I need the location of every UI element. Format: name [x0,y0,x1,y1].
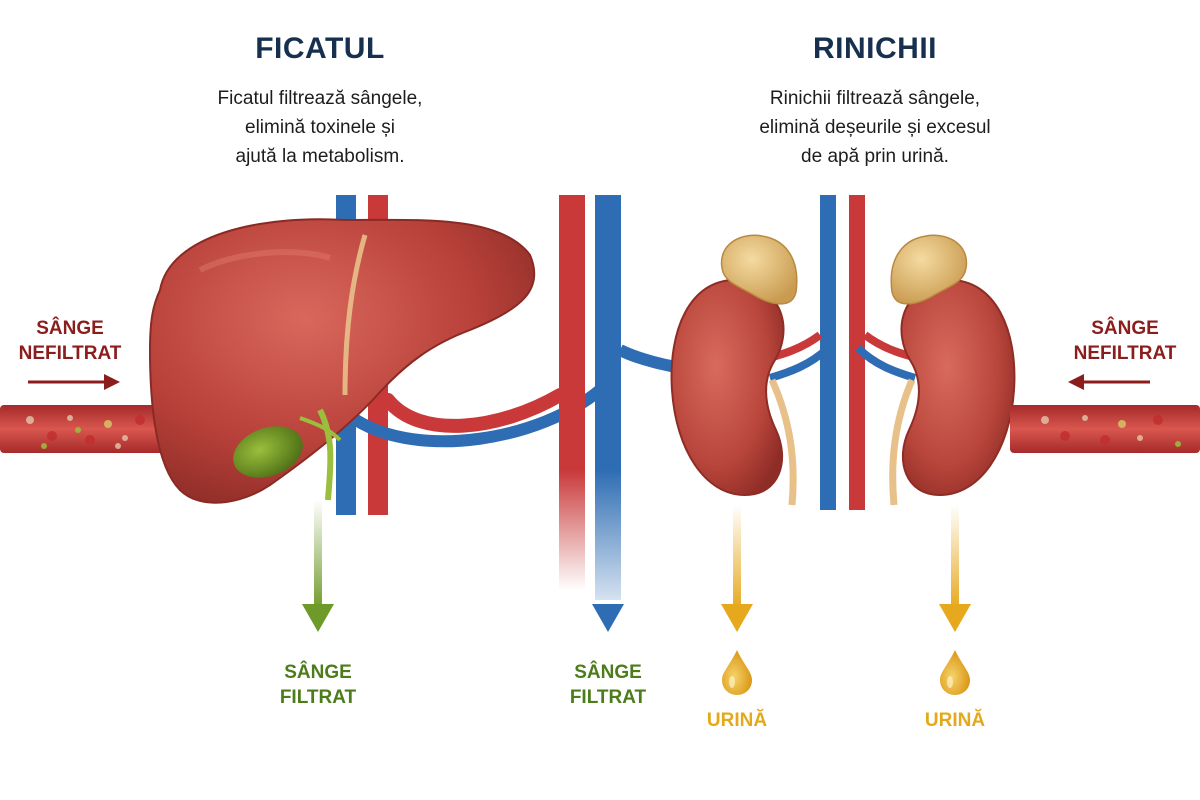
right-kidney [889,278,1016,506]
gallbladder [233,408,342,501]
kidneys-description-line: elimină deșeurile și excesul [759,117,991,138]
label-line: FILTRAT [279,687,357,708]
label-unfiltered-right: SÂNGE NEFILTRAT [1055,316,1195,366]
kidney-central-vessels [760,195,926,510]
label-filtered-liver: SÂNGE FILTRAT [248,660,388,710]
label-unfiltered-left: SÂNGE NEFILTRAT [0,316,140,366]
kidneys-description-line: Rinichii filtrează sângele, [769,88,981,109]
arrow-into-kidney [1068,374,1150,390]
label-line: NEFILTRAT [1073,343,1177,364]
kidneys-title: RINICHII [813,32,937,65]
liver-description: Ficatul filtrează sângele, elimină toxin… [160,84,480,171]
arrow-into-liver [28,374,120,390]
left-urine-arrow [721,505,753,632]
left-kidney [670,278,797,506]
liver [148,218,536,504]
label-urine-left: URINĂ [706,710,768,731]
right-urine-arrow [939,505,971,632]
label-line: FILTRAT [569,687,647,708]
right-urine-drop-icon [940,650,970,695]
liver-description-line: Ficatul filtrează sângele, [217,88,423,109]
liver-description-line: ajută la metabolism. [235,146,405,167]
label-filtered-vessels: SÂNGE FILTRAT [538,660,678,710]
central-vessels [559,195,692,600]
right-adrenal-gland [890,234,968,305]
kidneys-description: Rinichii filtrează sângele, elimină deșe… [715,84,1035,171]
label-line: SÂNGE [574,662,642,683]
label-line: SÂNGE [36,318,104,339]
label-line: NEFILTRAT [18,343,122,364]
left-urine-drop-icon [722,650,752,695]
label-line: SÂNGE [1091,318,1159,339]
liver-title: FICATUL [255,32,385,65]
left-adrenal-gland [720,234,798,305]
label-urine-right: URINĂ [924,710,986,731]
label-line: SÂNGE [284,662,352,683]
central-filtered-arrow [592,604,624,632]
kidneys-description-line: de apă prin urină. [801,146,949,167]
liver-filtered-arrow [302,500,334,632]
right-blood-vessel [1010,405,1200,453]
left-blood-vessel [0,405,190,453]
liver-description-line: elimină toxinele și [245,117,395,138]
